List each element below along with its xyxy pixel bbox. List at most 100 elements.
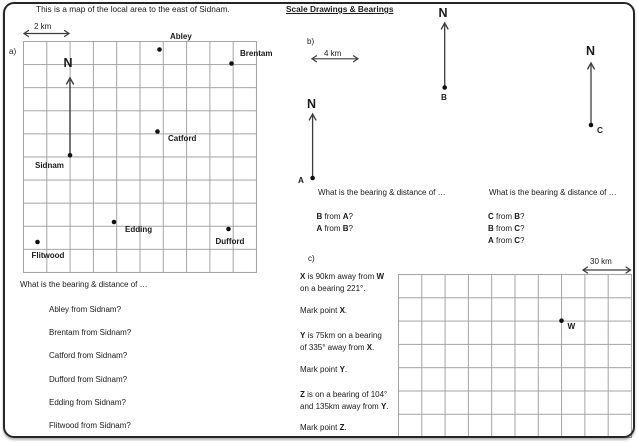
map-a-dots bbox=[35, 47, 234, 245]
question-part: A bbox=[488, 235, 494, 245]
instruction-part: is on a bearing of 104° bbox=[304, 389, 388, 399]
instruction-line: X is 90km away from W bbox=[300, 272, 384, 281]
question-part: ? bbox=[520, 211, 525, 221]
question-item: Edding from Sidnam? bbox=[49, 397, 126, 407]
instruction-part: and 135km away from bbox=[300, 401, 381, 411]
dot-point-c bbox=[588, 122, 594, 128]
point-label-w: W bbox=[567, 322, 576, 331]
scale-label-a: 2 km bbox=[34, 21, 52, 31]
instruction-part: W bbox=[376, 271, 385, 281]
map-label-flitwood: Flitwood bbox=[31, 250, 65, 260]
question-part: from bbox=[493, 223, 515, 233]
map-label-dufford: Dufford bbox=[215, 236, 245, 246]
question-part: C bbox=[514, 223, 521, 233]
question-part: from bbox=[322, 223, 343, 233]
map-label-sidnam: Sidnam bbox=[35, 160, 64, 170]
question-part: from bbox=[322, 211, 343, 221]
instruction-line: Mark point Z. bbox=[300, 423, 347, 432]
instruction-line: of 335° away from X. bbox=[300, 343, 374, 352]
north-label-point-b: N bbox=[438, 6, 448, 20]
question-part: A bbox=[316, 223, 323, 233]
question-item: Brentam from Sidnam? bbox=[49, 327, 132, 337]
instruction-part: X bbox=[339, 306, 345, 316]
dot-catford bbox=[155, 129, 160, 134]
question-item: B from A? bbox=[317, 212, 353, 221]
instruction-part: Z bbox=[300, 389, 305, 399]
instruction-part: X bbox=[300, 271, 306, 281]
question-item: A from C? bbox=[488, 236, 524, 245]
point-label-a: A bbox=[298, 176, 304, 185]
question-part: C bbox=[514, 235, 521, 245]
dot-flitwood bbox=[35, 239, 40, 245]
dot-point-b bbox=[442, 85, 448, 90]
scale-label-c: 30 km bbox=[590, 256, 612, 266]
instruction-part: of 335° away from bbox=[300, 343, 367, 352]
north-arrow-point-c bbox=[587, 61, 595, 125]
question-part: C bbox=[488, 211, 494, 221]
question-item: Flitwood from Sidnam? bbox=[49, 421, 131, 431]
point-label-c: C bbox=[597, 126, 603, 135]
question-item: C from B? bbox=[488, 212, 524, 221]
map-title: This is a map of the local area to the e… bbox=[36, 3, 230, 14]
a-north-arrow bbox=[65, 76, 75, 156]
worksheet-title: Scale Drawings & Bearings bbox=[286, 4, 394, 14]
question-part: ? bbox=[348, 211, 353, 221]
instruction-part: Y bbox=[339, 365, 345, 374]
question-item: B from C? bbox=[488, 224, 524, 233]
dot-sidnam bbox=[67, 153, 73, 158]
map-grid-a bbox=[23, 41, 257, 273]
question-heading-b: What is the bearing & distance of … bbox=[318, 187, 446, 197]
question-item: A from B? bbox=[317, 224, 353, 233]
question-part: ? bbox=[348, 223, 353, 233]
dot-point-a bbox=[310, 175, 315, 181]
question-part: B bbox=[514, 211, 521, 221]
map-label-catford: Catford bbox=[168, 134, 197, 143]
instruction-line: Mark point X. bbox=[300, 306, 347, 315]
instruction-line: Z is on a bearing of 104° bbox=[300, 390, 387, 399]
instruction-part: Mark point bbox=[300, 306, 340, 316]
instruction-part: Y bbox=[300, 330, 306, 340]
question-heading-c: What is the bearing & distance of … bbox=[489, 187, 617, 197]
a-scale-arrow bbox=[22, 29, 71, 38]
section-b-label: b) bbox=[307, 36, 315, 46]
instruction-line: Y is 75km on a bearing bbox=[300, 331, 382, 340]
section-a-label: a) bbox=[9, 46, 17, 56]
question-part: B bbox=[316, 211, 323, 221]
point-label-b: B bbox=[441, 93, 447, 102]
question-item: Abley from Sidnam? bbox=[49, 304, 122, 314]
question-item: Dufford from Sidnam? bbox=[49, 374, 128, 384]
instruction-part: Mark point bbox=[300, 365, 340, 374]
question-part: from bbox=[493, 235, 515, 245]
map-label-brentam: Brentam bbox=[240, 48, 273, 58]
question-heading-a: What is the bearing & distance of … bbox=[20, 280, 148, 289]
c-scale-arrow bbox=[581, 266, 632, 274]
instruction-part: is 90km away from bbox=[305, 271, 377, 281]
north-label-a: N bbox=[63, 56, 73, 70]
instruction-part: X bbox=[366, 343, 373, 352]
dot-abley bbox=[157, 47, 162, 52]
instruction-line: and 135km away from Y. bbox=[300, 402, 389, 411]
question-part: A bbox=[342, 211, 349, 221]
question-part: from bbox=[493, 211, 515, 221]
instruction-part: is 75km on a bearing bbox=[305, 330, 382, 340]
instruction-part: Z bbox=[339, 422, 345, 432]
question-part: ? bbox=[520, 223, 525, 233]
map-label-abley: Abley bbox=[170, 32, 192, 41]
instruction-part: Mark point bbox=[300, 422, 340, 432]
map-label-edding: Edding bbox=[125, 224, 153, 234]
instruction-part: . bbox=[386, 401, 389, 411]
dot-point-w bbox=[559, 318, 564, 324]
instruction-part: on a bearing 221°. bbox=[300, 284, 366, 293]
question-part: B bbox=[488, 223, 494, 233]
question-item: Catford from Sidnam? bbox=[49, 351, 128, 361]
instruction-part: . bbox=[372, 343, 375, 352]
dot-dufford bbox=[226, 226, 231, 232]
instruction-part: Y bbox=[380, 401, 387, 411]
instruction-part: . bbox=[344, 306, 348, 316]
instruction-line: Mark point Y. bbox=[300, 365, 347, 374]
dot-brentam bbox=[229, 61, 234, 66]
instruction-line: on a bearing 221°. bbox=[300, 284, 365, 293]
scale-label-b: 4 km bbox=[324, 48, 342, 58]
